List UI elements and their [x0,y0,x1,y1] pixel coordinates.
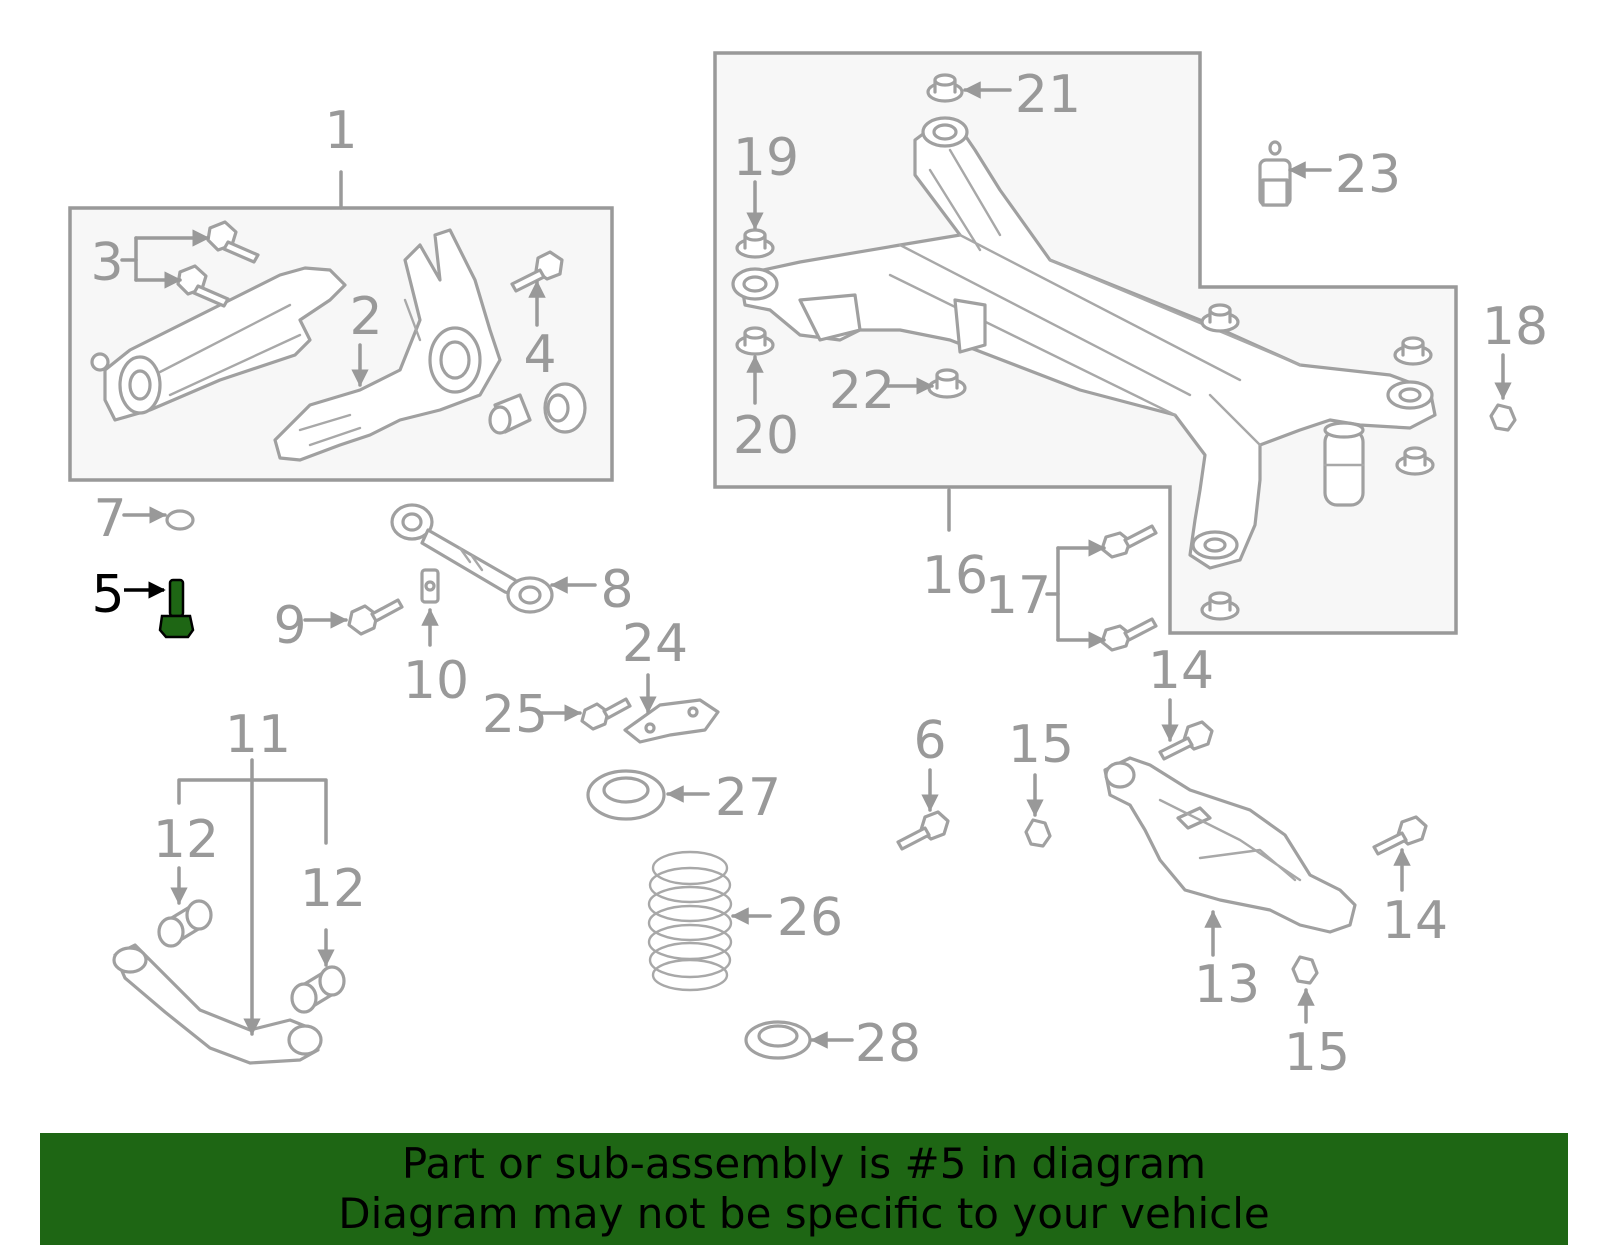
mount-unlabeled-d [1200,591,1240,621]
part-info-banner: Part or sub-assembly is #5 in diagram Di… [40,1133,1568,1245]
mount-19 [735,228,775,259]
bolt-4 [510,250,564,293]
bolt-25 [538,697,632,731]
spring-seat-27 [586,769,710,821]
leaders-17 [1045,539,1106,649]
label-8: 8 [600,560,633,620]
label-14-upper: 14 [1148,641,1214,701]
label-16: 16 [922,546,988,606]
bolt-14-upper [1158,698,1214,761]
mount-unlabeled-a [1200,303,1240,333]
washer-7 [122,506,195,531]
label-11: 11 [225,705,291,765]
banner-line-1: Part or sub-assembly is #5 in diagram [401,1139,1207,1188]
label-28: 28 [855,1014,921,1074]
mount-unlabeled-b [1393,336,1433,366]
label-10: 10 [403,651,469,711]
label-24: 24 [622,614,688,674]
label-2: 2 [349,287,382,347]
bushing-12-left [157,899,213,948]
label-15-lower: 15 [1284,1023,1350,1083]
mount-21 [926,73,964,103]
bushing-12-right [290,965,346,1014]
plate-10 [420,568,440,647]
label-23: 23 [1335,145,1401,205]
label-22: 22 [829,361,895,421]
label-1: 1 [324,101,357,161]
label-3: 3 [90,233,123,293]
mount-unlabeled-c [1395,446,1435,476]
label-12-left: 12 [153,810,219,870]
label-5: 5 [91,565,124,625]
bolt-9 [303,598,404,636]
label-18: 18 [1482,297,1548,357]
nut-15-lower [1291,955,1319,1024]
leaders-group-16 [746,81,1512,405]
label-21: 21 [1015,65,1081,125]
label-27: 27 [715,768,781,828]
bolt-3-upper [206,220,260,264]
label-9: 9 [273,596,306,656]
bump-stop-23 [1258,140,1292,207]
nut-18 [1489,403,1517,432]
leaders-group-1 [120,229,546,387]
label-4: 4 [523,325,556,385]
bolt-5-highlighted [124,578,195,639]
part-labels: 1 2 3 4 5 6 7 8 9 10 11 12 12 13 14 14 1… [90,65,1548,1083]
label-14-lower: 14 [1382,891,1448,951]
subframe-mounts [735,73,1435,621]
label-13: 13 [1194,955,1260,1015]
label-19: 19 [733,128,799,188]
subframe-part [731,116,1437,570]
lower-arm-13 [1103,756,1357,957]
lateral-link-8 [390,503,597,614]
label-20: 20 [733,406,799,466]
mount-20 [735,326,775,356]
bolt-17-lower [1100,617,1158,652]
trailing-arm-part [90,266,347,422]
upper-arm-11 [112,943,323,1065]
nut-15-upper [1024,773,1052,848]
knuckle-part [273,228,502,462]
bracket-24 [623,673,720,744]
label-7: 7 [93,489,126,549]
banner-line-2: Diagram may not be specific to your vehi… [338,1189,1270,1238]
label-25: 25 [482,685,548,745]
label-26: 26 [777,888,843,948]
mount-22 [927,368,967,399]
knuckle-bushings [488,382,587,435]
label-6: 6 [913,711,946,771]
bolt-17-upper [1100,524,1158,559]
spring-seat-28 [744,1020,854,1060]
bolt-14-lower [1372,815,1428,892]
label-15-upper: 15 [1008,715,1074,775]
coil-spring-26 [647,850,772,992]
label-12-right: 12 [300,859,366,919]
bolt-6 [896,768,950,851]
bolt-3-lower [176,264,230,308]
label-17: 17 [985,566,1051,626]
leaders-11 [170,758,335,1036]
